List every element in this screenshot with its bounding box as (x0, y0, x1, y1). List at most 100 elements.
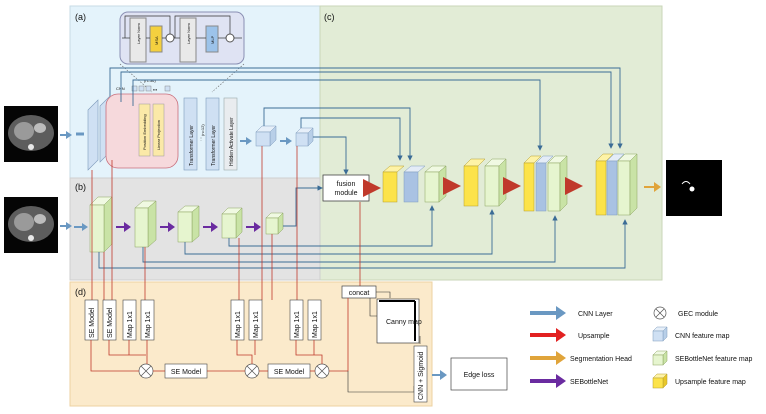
se-cube-b4 (221, 207, 243, 239)
edge-loss-arrow (432, 370, 447, 380)
transformer-layer-2: Transformer Layer (211, 125, 217, 166)
legend-gec-swatch (653, 306, 667, 320)
layer-norm-2: Layer Norm (186, 22, 191, 44)
se-cube-b2 (134, 200, 157, 248)
svg-text:SE Model: SE Model (89, 307, 96, 338)
canny-map-label: Canny map (386, 319, 422, 326)
map-1x1-5: Map 1x1 (289, 299, 304, 341)
legend-cnn-layer-swatch (530, 306, 566, 320)
skip-connections (98, 67, 628, 269)
position-embedding: Position Embedding (142, 114, 147, 150)
fusion-line2: module (335, 190, 358, 197)
svg-text:SE Model: SE Model (171, 369, 202, 376)
legend-sebottlenet-feature-map: SEBottleNet feature map (675, 356, 753, 363)
edge-loss-box: Edge loss (450, 357, 508, 391)
se-cube-b5 (265, 212, 284, 235)
plus-node-1 (165, 33, 175, 43)
map-1x1-4: Map 1x1 (248, 299, 263, 341)
linear-projection: Linear Projection (156, 120, 161, 150)
embedding-module: Position Embedding Linear Projection (105, 93, 179, 169)
legend-segmentation-head: Segmentation Head (570, 356, 632, 363)
legend-upsample: Upsample (578, 333, 610, 340)
edge-branch-lines (91, 146, 361, 300)
se-arrow-3 (203, 222, 218, 232)
gec-node-2 (244, 363, 260, 379)
se-cube-b1 (89, 196, 113, 253)
se-model-vertical-1: SE Model (84, 299, 99, 341)
input-arrow-bottom (60, 222, 72, 230)
se-arrow-4 (246, 222, 261, 232)
decoder-group-1 (382, 165, 447, 203)
cnn-sigmoid-box: CNN + Sigmoid (413, 345, 428, 403)
input-ct-image-bottom (4, 197, 58, 253)
legend-se-feature-swatch (652, 350, 668, 366)
panel-b-label: (b) (75, 182, 86, 192)
decoder-group-3 (523, 155, 568, 212)
svg-text:Map 1x1: Map 1x1 (145, 311, 152, 338)
layer-norm-1: Layer Norm (136, 22, 141, 44)
legend-cnn-feature-swatch (652, 326, 668, 342)
patch-tokens: (n=36) ▪▪▪ (131, 78, 171, 92)
svg-text:▪▪▪: ▪▪▪ (153, 87, 158, 92)
svg-text:Map 1x1: Map 1x1 (127, 311, 134, 338)
cnn-cube-a1 (255, 125, 277, 147)
svg-text:Map 1x1: Map 1x1 (235, 311, 242, 338)
segmentation-head-arrow (644, 182, 661, 192)
fusion-module: fusion module (322, 174, 370, 202)
input-arrow-top (60, 131, 72, 139)
concat-label: concat (349, 290, 370, 297)
mlp-block: MLP (210, 35, 215, 44)
se-arrow-1 (116, 222, 131, 232)
canny-map: Canny map (376, 298, 422, 344)
svg-text:Map 1x1: Map 1x1 (253, 311, 260, 338)
legend-cnn-layer: CNN Layer (578, 311, 613, 318)
plus-node-2 (225, 33, 235, 43)
se-arrow-2 (160, 222, 175, 232)
hidden-activate-layer: Hidden Activate Layer (229, 117, 235, 166)
cnn-cube-a2 (295, 127, 314, 147)
legend-sebottlenet: SEBottleNet (570, 379, 608, 386)
legend-sebottlenet-swatch (530, 374, 566, 388)
fusion-line1: fusion (337, 181, 356, 188)
map-1x1-6: Map 1x1 (307, 299, 322, 341)
transformer-layers: Transformer Layer (n=12) ⋮ Transformer L… (183, 97, 238, 171)
transformer-layer-1: Transformer Layer (189, 125, 195, 166)
map-1x1-3: Map 1x1 (230, 299, 245, 341)
gec-node-3 (314, 363, 330, 379)
svg-text:CNN + Sigmoid: CNN + Sigmoid (418, 351, 425, 400)
transformer-block: Layer Norm MSA Layer Norm MLP (119, 11, 245, 65)
panel-c-label: (c) (324, 12, 335, 22)
n36-label: (n=36) (144, 78, 156, 83)
msa-block: MSA (154, 36, 159, 45)
decoder-group-4 (595, 153, 638, 216)
se-model-h2: SE Model (267, 363, 311, 379)
svg-text:Map 1x1: Map 1x1 (312, 311, 319, 338)
svg-text:Map 1x1: Map 1x1 (294, 311, 301, 338)
legend-gec-module: GEC module (678, 311, 718, 318)
decoder-group-2 (463, 158, 507, 207)
legend-upsample-swatch (530, 328, 566, 342)
se-model-h1: SE Model (164, 363, 208, 379)
map-1x1-2: Map 1x1 (140, 299, 155, 341)
output-mask (666, 160, 722, 216)
legend-seg-head-swatch (530, 351, 566, 365)
se-model-vertical-2: SE Model (102, 299, 117, 341)
panel-d-label: (d) (75, 287, 86, 297)
svg-text:SE Model: SE Model (274, 369, 305, 376)
ellipsis: ⋮ (199, 136, 203, 141)
n12-label: (n=12) (200, 124, 205, 136)
se-cube-b3 (177, 205, 200, 243)
svg-text:Edge loss: Edge loss (464, 372, 495, 379)
legend-upsample-feature-swatch (652, 373, 668, 389)
input-ct-image-top (4, 106, 58, 162)
map-1x1-1: Map 1x1 (122, 299, 137, 341)
svg-text:SE Model: SE Model (107, 307, 114, 338)
panel-c (319, 5, 663, 281)
cnn-label: CNN (116, 86, 125, 91)
gec-node-1 (138, 363, 154, 379)
legend-cnn-feature-map: CNN feature map (675, 333, 730, 340)
legend-upsample-feature-map: Upsample feature map (675, 379, 746, 386)
legend: CNN Layer Upsample Segmentation Head SEB… (530, 306, 753, 389)
panel-a-label: (a) (75, 12, 86, 22)
